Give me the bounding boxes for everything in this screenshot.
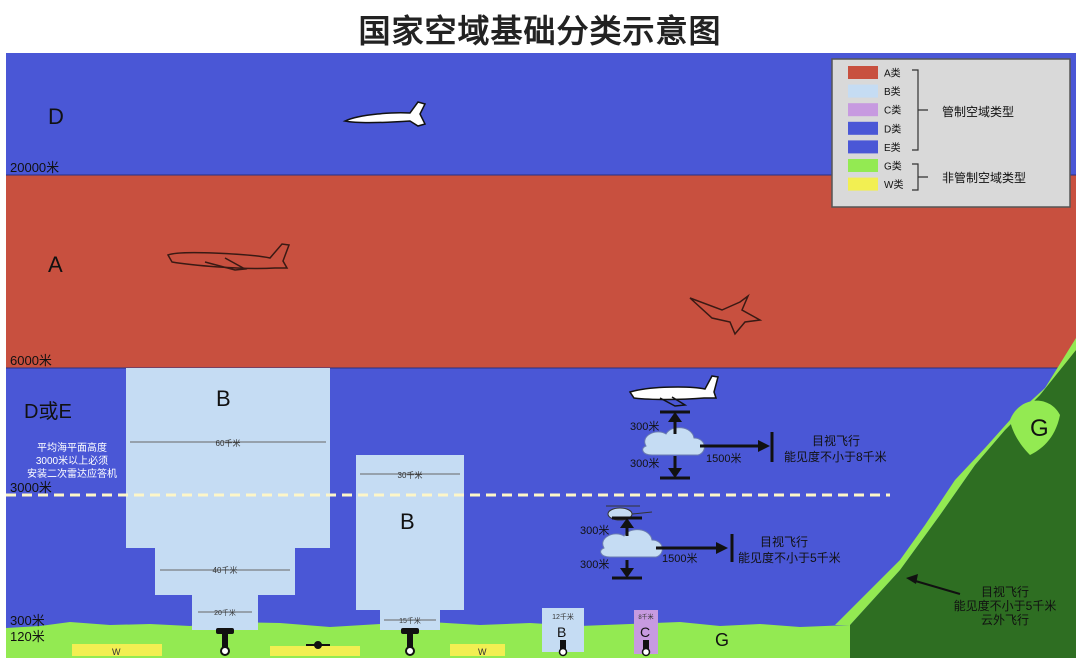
- legend-swatch: [848, 177, 878, 191]
- vfr-upper-rule-line2: 能见度不小于8千米: [784, 449, 887, 464]
- zone-label-d-or-e: D或E: [24, 400, 72, 423]
- zone-label-a: A: [48, 252, 63, 277]
- class-w-pad-2: [450, 644, 505, 656]
- zone-label-g-ground: G: [715, 630, 729, 650]
- legend-swatch: [848, 84, 878, 98]
- mountain-g-light-edge: [835, 338, 1076, 625]
- vfr-upper-below: 300米: [630, 457, 659, 470]
- altitude-label-3000: 3000米: [10, 480, 52, 495]
- legend: A类 B类 C类 D类 E类 G类 W类 管制空域类型 非管制空域类型: [831, 58, 1071, 208]
- vfr-g-arrow: [906, 574, 961, 595]
- legend-item-label: C类: [884, 104, 901, 117]
- altitude-label-6000: 6000米: [10, 353, 52, 368]
- altitude-label-120: 120米: [10, 629, 45, 644]
- vfr-lower-rule-line2: 能见度不小于5千米: [738, 550, 841, 565]
- distance-b-medium-bottom: 15千米: [399, 616, 421, 625]
- distance-b-medium-top: 30千米: [398, 470, 423, 480]
- fighter-jet-icon: [689, 293, 763, 336]
- vfr-lower-rule-line1: 目视飞行: [760, 534, 808, 549]
- control-tower-icon: [401, 628, 419, 656]
- altitude-label-300: 300米: [10, 613, 45, 628]
- vfr-upper-arrows: [660, 410, 774, 480]
- mountain-g-hump: [1010, 400, 1060, 455]
- legend-item-label: G类: [884, 160, 902, 173]
- vfr-g-line2: 能见度不小于5千米: [954, 598, 1057, 613]
- transponder-note-line2: 3000米以上必须: [36, 454, 108, 467]
- airliner-icon: [166, 243, 291, 271]
- legend-controlled-label: 管制空域类型: [942, 104, 1014, 119]
- space-shuttle-icon: [342, 101, 427, 127]
- legend-swatch: [848, 66, 878, 79]
- zone-label-b-large: B: [216, 386, 231, 411]
- legend-swatch: [848, 159, 878, 172]
- legend-item-label: D类: [884, 122, 901, 135]
- distance-c-top: 8千米: [638, 613, 653, 621]
- page-title: 国家空域基础分类示意图: [358, 12, 722, 50]
- distance-b-large-mid: 40千米: [213, 565, 238, 575]
- drone-icon: [306, 641, 330, 649]
- transponder-note-line1: 平均海平面高度: [37, 441, 107, 454]
- control-tower-icon: [641, 640, 651, 657]
- vfr-lower-below: 300米: [580, 558, 609, 571]
- legend-swatch: [848, 140, 878, 154]
- legend-bracket-uncontrolled: [912, 163, 928, 191]
- legend-swatch: [848, 103, 878, 117]
- class-w-pad-1: [72, 644, 162, 656]
- vfr-upper-above: 300米: [630, 420, 659, 433]
- vfr-g-line3: 云外飞行: [981, 613, 1029, 627]
- vfr-lower-horizontal: 1500米: [662, 552, 697, 565]
- b-distance-lines: [130, 441, 460, 621]
- transponder-note-line3: 安装二次雷达应答机: [27, 467, 117, 480]
- zone-label-b-small: B: [557, 624, 566, 640]
- cloud-icon: [642, 427, 705, 456]
- legend-item-label: A类: [884, 67, 901, 80]
- legend-item-label: W类: [884, 178, 903, 191]
- vfr-g-line1: 目视飞行: [981, 584, 1029, 599]
- zone-label-w1: W: [112, 647, 121, 657]
- control-tower-icon: [216, 628, 234, 656]
- class-b-large-shape: [126, 368, 330, 630]
- altitude-label-20000: 20000米: [10, 160, 59, 175]
- cloud-icon: [600, 529, 663, 558]
- zone-label-g-mountain: G: [1030, 415, 1049, 442]
- distance-b-large-top: 60千米: [216, 438, 241, 448]
- zone-label-d: D: [48, 104, 64, 129]
- distance-b-large-bottom: 20千米: [214, 608, 236, 617]
- legend-item-label: B类: [884, 85, 901, 98]
- class-w-pad-3: [270, 646, 360, 656]
- zone-label-b-medium: B: [400, 509, 415, 534]
- legend-uncontrolled-label: 非管制空域类型: [942, 170, 1026, 185]
- vfr-lower-above: 300米: [580, 524, 609, 537]
- legend-swatch: [848, 121, 878, 135]
- airliner-icon: [628, 375, 719, 407]
- vfr-upper-horizontal: 1500米: [706, 452, 741, 465]
- distance-b-small-top: 12千米: [552, 612, 574, 621]
- zone-label-c: C: [640, 624, 650, 640]
- zone-label-w2: W: [478, 647, 487, 657]
- vfr-lower-arrows: [612, 516, 734, 580]
- control-tower-icon: [558, 640, 568, 657]
- vfr-upper-rule-line1: 目视飞行: [812, 433, 860, 448]
- class-b-medium-shape: [356, 455, 464, 630]
- legend-bracket-controlled: [912, 69, 928, 151]
- legend-item-label: E类: [884, 141, 901, 154]
